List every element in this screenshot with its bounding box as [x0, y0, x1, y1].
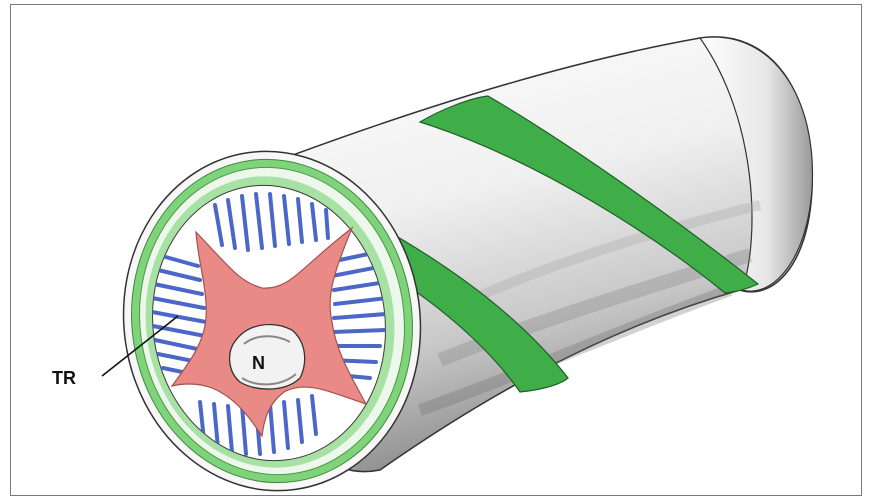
label-n: N: [252, 353, 265, 373]
label-tr: TR: [52, 368, 76, 388]
central-region: [230, 325, 305, 390]
